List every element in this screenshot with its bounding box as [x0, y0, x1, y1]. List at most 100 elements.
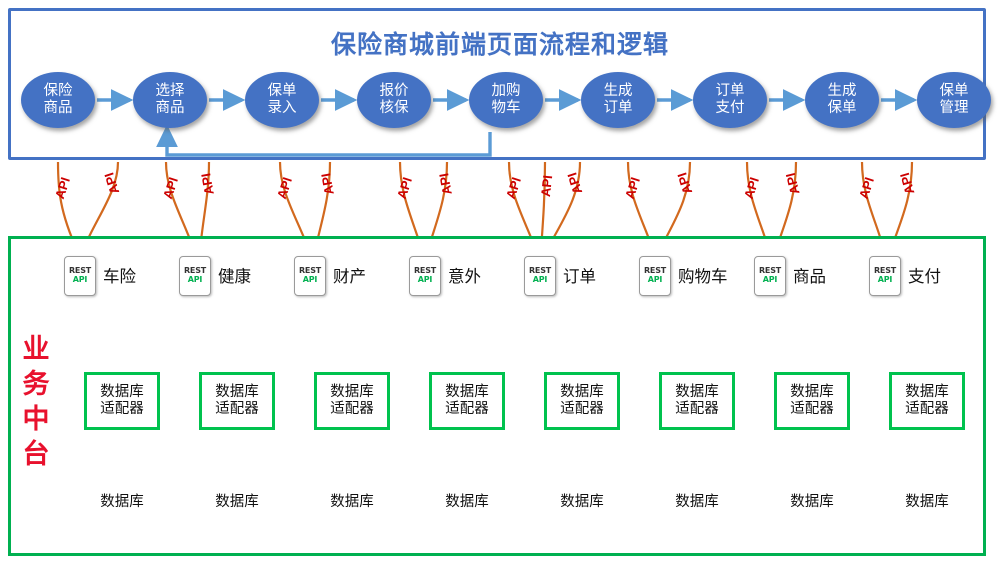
db-adapter-property[interactable]: 数据库适配器: [314, 372, 390, 430]
platform-label-char-1: 务: [22, 369, 50, 401]
api-label-1: API: [101, 170, 123, 196]
rest-badge-top-label: REST: [413, 265, 437, 275]
rest-badge-bottom-label: API: [187, 274, 203, 284]
api-label-12: API: [674, 170, 696, 196]
platform-label-char-3: 台: [22, 439, 50, 471]
database-label-product: 数据库: [790, 493, 834, 510]
flow-node-label-line1: 保险: [43, 83, 73, 100]
flow-node-create-policy[interactable]: 生成保单: [805, 72, 879, 128]
db-adapter-order[interactable]: 数据库适配器: [544, 372, 620, 430]
api-label-5: API: [318, 172, 337, 196]
database-label-property: 数据库: [330, 493, 374, 510]
rest-badge-bottom-label: API: [532, 274, 548, 284]
db-adapter-label-line1: 数据库: [905, 383, 949, 400]
flow-node-label-line1: 选择: [155, 83, 185, 100]
flow-node-label-line2: 商品: [155, 100, 185, 116]
db-adapter-health[interactable]: 数据库适配器: [199, 372, 275, 430]
flow-node-label-line1: 订单: [715, 83, 745, 100]
api-label-11: API: [622, 175, 643, 201]
db-adapter-label-line2: 适配器: [330, 401, 374, 417]
api-label-2: API: [160, 175, 181, 201]
api-label-16: API: [897, 171, 918, 196]
platform-label-char-2: 中: [22, 404, 50, 436]
flow-node-label-line1: 报价: [379, 83, 409, 100]
rest-badge-top-label: REST: [298, 265, 322, 275]
flow-node-label-line2: 录入: [267, 100, 297, 116]
flow-node-add-to-cart[interactable]: 加购物车: [469, 72, 543, 128]
api-label-13: API: [741, 175, 762, 201]
service-name-product: 商品: [793, 267, 826, 286]
api-label-3: API: [198, 172, 217, 196]
page-title: 保险商城前端页面流程和逻辑: [330, 30, 669, 59]
database-label-shopping-cart: 数据库: [675, 493, 719, 510]
flow-node-quote-underwrite[interactable]: 报价核保: [357, 72, 431, 128]
rest-badge-top-label: REST: [183, 265, 207, 275]
flow-node-label-line2: 支付: [715, 100, 745, 116]
api-label-4: API: [274, 175, 295, 201]
flow-node-insurance-product[interactable]: 保险商品: [21, 72, 95, 128]
service-name-shopping-cart: 购物车: [678, 267, 728, 286]
service-name-property: 财产: [333, 267, 366, 286]
service-name-health: 健康: [218, 267, 251, 286]
flow-node-label-line2: 核保: [379, 100, 409, 116]
flow-node-label-line1: 保单: [939, 83, 969, 100]
rest-badge-top-label: REST: [643, 265, 667, 275]
flow-node-policy-management[interactable]: 保单管理: [917, 72, 991, 128]
api-label-7: API: [436, 172, 455, 196]
api-label-14: API: [782, 171, 803, 196]
db-adapter-label-line1: 数据库: [675, 383, 719, 400]
database-label-auto-insurance: 数据库: [100, 493, 144, 510]
rest-badge-bottom-label: API: [762, 274, 778, 284]
api-label-9: API: [538, 174, 556, 198]
flow-node-order-payment[interactable]: 订单支付: [693, 72, 767, 128]
flow-node-label-line2: 商品: [43, 100, 73, 116]
service-name-order: 订单: [563, 267, 596, 286]
db-adapter-label-line1: 数据库: [560, 383, 604, 400]
flow-node-label-line1: 生成: [603, 83, 633, 100]
api-label-10: API: [564, 170, 586, 196]
api-label-15: API: [856, 175, 877, 201]
flow-node-label-line2: 物车: [491, 100, 521, 116]
db-adapter-payment[interactable]: 数据库适配器: [889, 372, 965, 430]
rest-badge-bottom-label: API: [72, 274, 88, 284]
database-label-payment: 数据库: [905, 493, 949, 510]
rest-badge-bottom-label: API: [302, 274, 318, 284]
database-label-order: 数据库: [560, 493, 604, 510]
flow-node-label-line1: 加购: [491, 83, 521, 100]
db-adapter-label-line2: 适配器: [905, 401, 949, 417]
db-adapter-label-line2: 适配器: [790, 401, 834, 417]
flow-node-select-product[interactable]: 选择商品: [133, 72, 207, 128]
db-adapter-label-line2: 适配器: [215, 401, 259, 417]
db-adapter-product[interactable]: 数据库适配器: [774, 372, 850, 430]
db-adapter-shopping-cart[interactable]: 数据库适配器: [659, 372, 735, 430]
db-adapter-auto-insurance[interactable]: 数据库适配器: [84, 372, 160, 430]
flow-node-label-line1: 保单: [267, 83, 297, 100]
rest-badge-top-label: REST: [528, 265, 552, 275]
db-adapter-accident[interactable]: 数据库适配器: [429, 372, 505, 430]
flow-node-label-line1: 生成: [827, 83, 857, 100]
flow-node-create-order[interactable]: 生成订单: [581, 72, 655, 128]
service-name-auto-insurance: 车险: [103, 267, 136, 286]
flow-node-policy-entry[interactable]: 保单录入: [245, 72, 319, 128]
db-adapter-label-line1: 数据库: [100, 383, 144, 400]
flow-node-label-line2: 订单: [603, 100, 633, 116]
rest-badge-bottom-label: API: [417, 274, 433, 284]
service-name-payment: 支付: [908, 267, 941, 286]
platform-label: 业务中台: [14, 332, 58, 472]
